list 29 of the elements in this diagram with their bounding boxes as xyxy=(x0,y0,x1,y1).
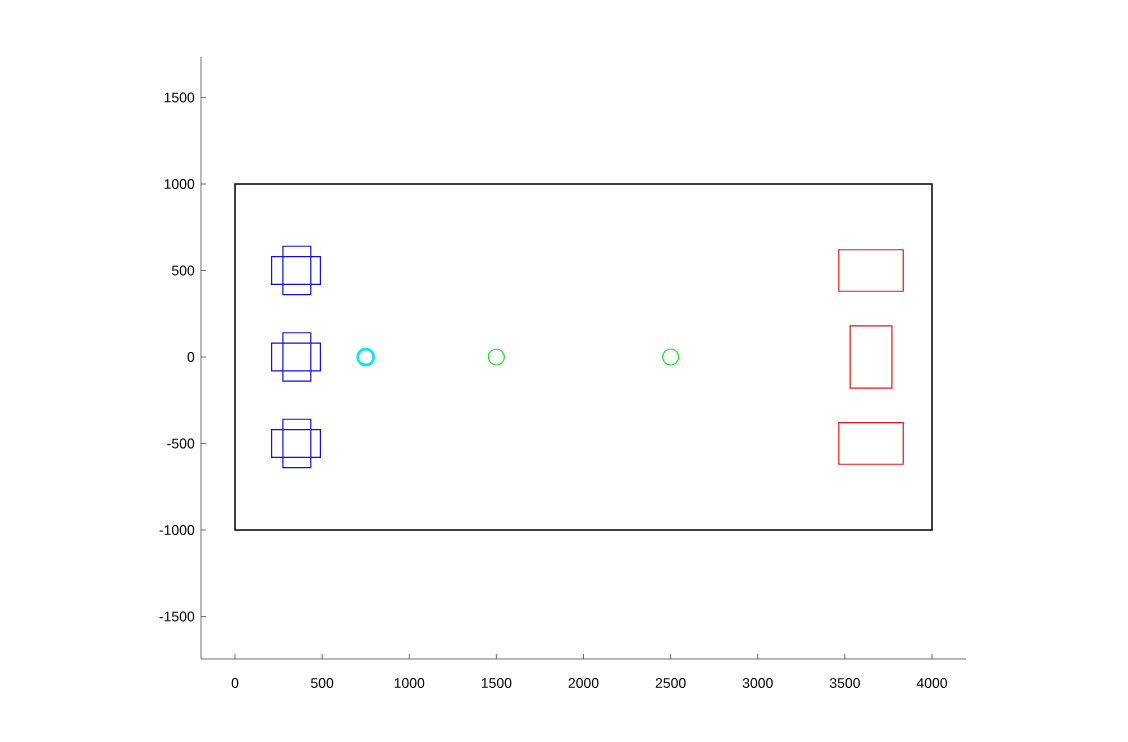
tick-label: 1500 xyxy=(164,92,195,103)
tick-label: -1000 xyxy=(159,525,195,535)
rectangle xyxy=(282,418,312,469)
tick-label: -500 xyxy=(167,438,195,449)
tick-label: 0 xyxy=(187,352,195,362)
rectangle xyxy=(271,256,321,285)
circle xyxy=(662,348,680,366)
tick-label: 0 xyxy=(231,678,239,688)
tick-label: 500 xyxy=(171,265,195,276)
rectangle xyxy=(271,342,321,372)
rectangle xyxy=(838,422,904,465)
rectangle xyxy=(838,249,904,292)
rectangle xyxy=(282,245,312,296)
tick-label: 500 xyxy=(311,678,334,688)
tick-label: 3000 xyxy=(742,678,773,688)
tick-label: 1000 xyxy=(394,678,425,688)
tick-label: 3500 xyxy=(829,678,860,688)
tick-label: -1500 xyxy=(159,611,195,622)
tick-label: 1500 xyxy=(481,678,512,688)
rectangle xyxy=(282,332,312,382)
circle xyxy=(356,347,376,367)
tick-label: 4000 xyxy=(916,678,947,688)
tick-label: 1000 xyxy=(164,179,195,189)
tick-label: 2000 xyxy=(568,678,599,688)
rectangle xyxy=(849,325,893,389)
circle xyxy=(487,348,505,366)
rectangle xyxy=(271,429,321,458)
rectangle xyxy=(234,183,933,531)
tick-label: 2500 xyxy=(655,678,686,688)
